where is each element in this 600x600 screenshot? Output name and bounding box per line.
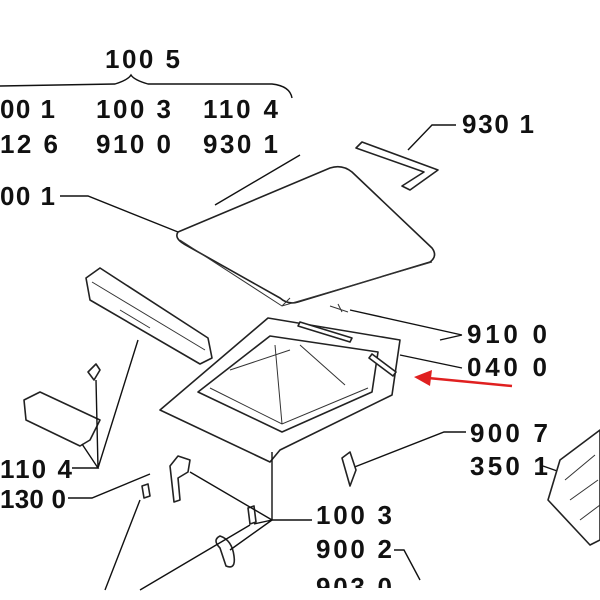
label-row2-b: 910 0: [96, 129, 171, 159]
leader-row2: [214, 154, 301, 206]
leader-bottom: [272, 519, 421, 581]
label-hinge-a: 900 7: [470, 418, 548, 448]
pin-part: [141, 483, 151, 499]
label-hinge-b: 350 1: [470, 451, 548, 481]
leader-left-a: [72, 339, 139, 469]
spring-part: [215, 535, 236, 568]
leader-bottom-parts: [104, 471, 274, 591]
rod-part: [297, 321, 353, 343]
small-screw: [329, 303, 349, 313]
label-right-b: 040 0: [467, 352, 547, 382]
label-right-a: 910 0: [467, 319, 547, 349]
label-bottom-c: 903 0: [316, 572, 392, 600]
lid-part: [176, 165, 436, 304]
lock-part: [169, 455, 191, 503]
label-row2-c: 930 1: [203, 129, 278, 159]
label-group-top: 100 5: [105, 44, 180, 74]
console-detail: [91, 281, 206, 351]
label-bottom-a: 100 3: [316, 500, 392, 530]
hinge-detail: [564, 454, 600, 521]
handle-part: [23, 391, 101, 447]
label-lid: 00 1: [0, 181, 55, 211]
pin-part-2: [247, 505, 257, 525]
lid-edge: [179, 239, 433, 307]
label-row1-b: 100 3: [96, 94, 171, 124]
leader-right: [349, 309, 463, 369]
highlight-arrow-shaft: [427, 376, 513, 388]
hinge-clip: [341, 451, 357, 487]
label-left-a: 110 4: [0, 454, 73, 484]
leader-strip: [407, 124, 456, 151]
label-bottom-b: 900 2: [316, 534, 392, 564]
label-strip: 930 1: [462, 109, 534, 139]
leader-lid: [60, 195, 179, 233]
leader-left-b: [68, 473, 151, 499]
hinge-assembly: [547, 429, 600, 546]
label-row1-a: 00 1: [0, 94, 55, 124]
latch-part: [368, 353, 397, 377]
label-row1-c: 110 4: [203, 94, 279, 124]
frame-opening: [197, 335, 379, 433]
label-row2-a: 12 6: [0, 129, 58, 159]
highlight-arrow-head: [414, 370, 432, 386]
frame-glass: [209, 344, 369, 425]
strip-part: [355, 141, 439, 191]
group-brace: [0, 73, 293, 99]
spring-clip: [87, 363, 101, 381]
label-left-b: 130 0: [0, 484, 66, 514]
